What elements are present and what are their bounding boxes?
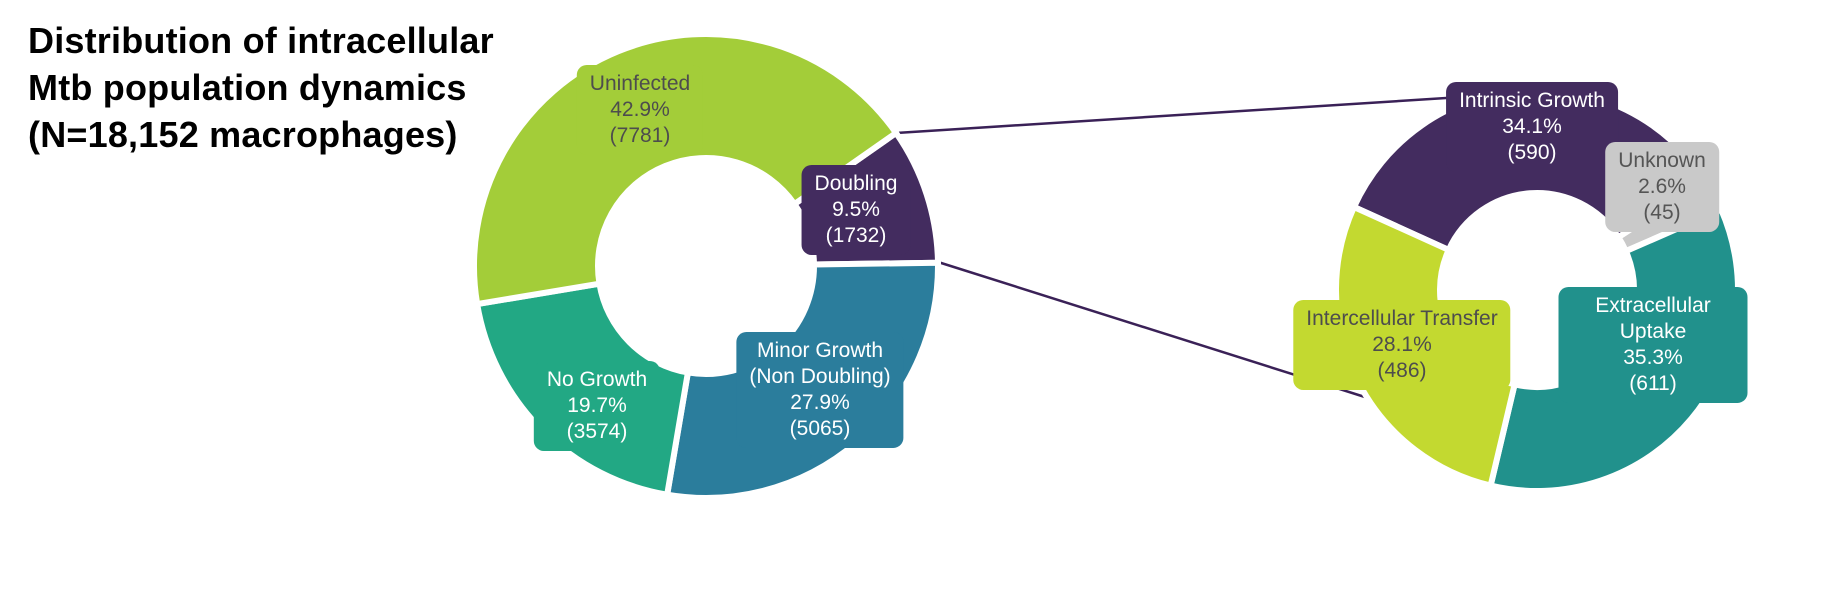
- label-intercellular-transfer: Intercellular Transfer 28.1% (486): [1293, 299, 1511, 391]
- chart-title: Distribution of intracellular Mtb popula…: [28, 20, 494, 155]
- label-extracellular-uptake: Extracellular Uptake 35.3% (611): [1558, 286, 1748, 404]
- label-no-growth: No Growth 19.7% (3574): [533, 360, 661, 452]
- label-intrinsic-growth: Intrinsic Growth 34.1% (590): [1446, 81, 1618, 173]
- label-doubling: Doubling 9.5% (1732): [801, 164, 911, 256]
- label-uninfected: Uninfected 42.9% (7781): [576, 64, 704, 156]
- label-unknown: Unknown 2.6% (45): [1605, 141, 1719, 233]
- zoom-connector-line: [895, 95, 1463, 135]
- label-minor-growth-non-doubling: Minor Growth (Non Doubling) 27.9% (5065): [736, 331, 904, 449]
